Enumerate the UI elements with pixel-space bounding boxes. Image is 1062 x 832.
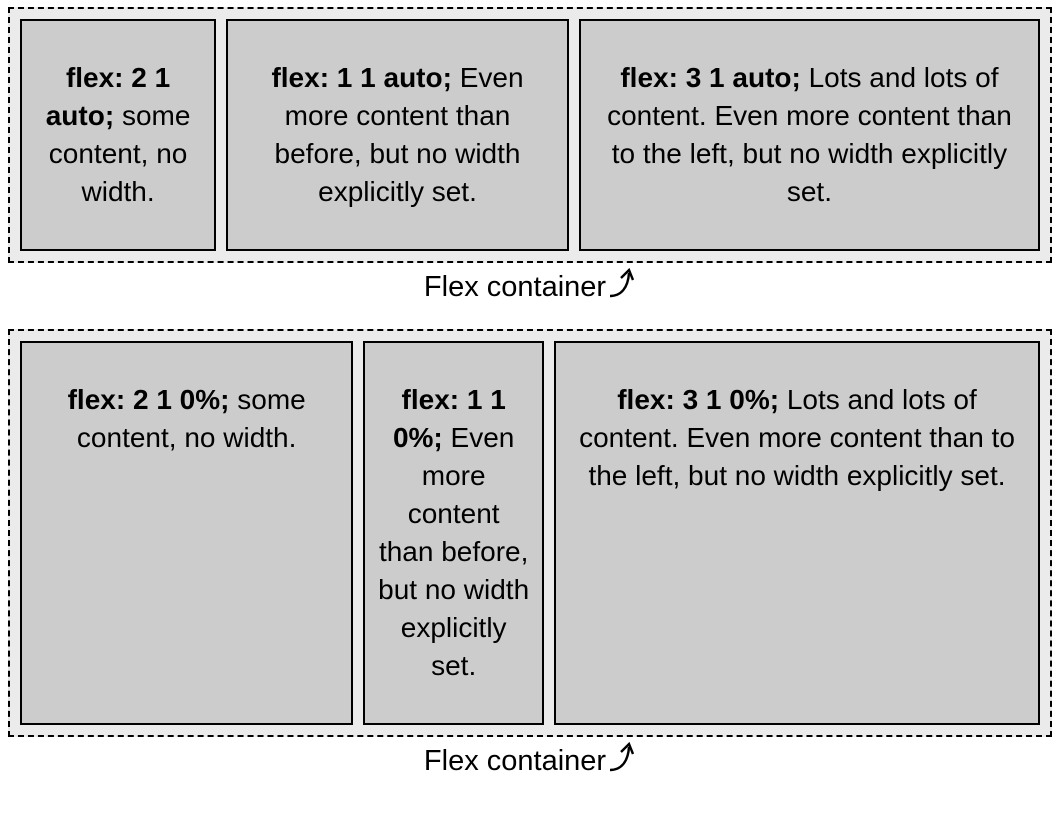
flex-item-text: flex: 1 1 auto; Even more content than b… <box>240 59 555 211</box>
flex-item-text: flex: 2 1 auto; some content, no width. <box>34 59 202 211</box>
flex-item-text: flex: 2 1 0%; some content, no width. <box>34 381 339 457</box>
flex-item-text: flex: 3 1 0%; Lots and lots of content. … <box>568 381 1026 495</box>
flex-item-2-1-0: flex: 2 1 0%; some content, no width. <box>20 341 354 725</box>
flex-item-2-1-auto: flex: 2 1 auto; some content, no width. <box>20 19 217 251</box>
curved-up-right-arrow-icon <box>609 741 635 772</box>
flex-item-description: Even more content than before, but no wi… <box>274 62 524 207</box>
flex-item-description: Lots and lots of content. Even more cont… <box>607 62 1012 207</box>
flex-item-description: some content, no width. <box>48 100 191 207</box>
flex-value-label: flex: 2 1 auto; <box>45 62 171 131</box>
flex-zero-figure: flex: 2 1 0%; some content, no width. fl… <box>8 329 1052 779</box>
flex-container-zero: flex: 2 1 0%; some content, no width. fl… <box>8 329 1052 737</box>
flex-value-label: flex: 3 1 0%; <box>617 384 780 415</box>
flex-value-label: flex: 1 1 auto; <box>271 62 452 93</box>
caption-label: Flex container <box>423 745 607 777</box>
flex-container-caption: Flex container <box>8 267 1052 305</box>
flex-container-caption: Flex container <box>8 741 1052 779</box>
flex-value-label: flex: 2 1 0%; <box>67 384 230 415</box>
flex-value-label: flex: 1 1 0%; <box>392 384 506 453</box>
flex-auto-figure: flex: 2 1 auto; some content, no width. … <box>8 7 1052 305</box>
flex-item-text: flex: 3 1 auto; Lots and lots of content… <box>593 59 1026 211</box>
flex-item-1-1-auto: flex: 1 1 auto; Even more content than b… <box>226 19 569 251</box>
curved-up-right-arrow-icon <box>609 267 635 298</box>
flex-item-3-1-0: flex: 3 1 0%; Lots and lots of content. … <box>554 341 1040 725</box>
flex-item-description: Lots and lots of content. Even more cont… <box>579 384 1015 491</box>
flex-item-description: some content, no width. <box>76 384 306 453</box>
flex-value-label: flex: 3 1 auto; <box>620 62 801 93</box>
flex-item-text: flex: 1 1 0%; Even more content than bef… <box>377 381 530 685</box>
flex-item-3-1-auto: flex: 3 1 auto; Lots and lots of content… <box>578 19 1040 251</box>
flex-item-1-1-0: flex: 1 1 0%; Even more content than bef… <box>363 341 544 725</box>
caption-label: Flex container <box>423 271 607 303</box>
flex-container-auto: flex: 2 1 auto; some content, no width. … <box>8 7 1052 263</box>
flex-item-description: Even more content than before, but no wi… <box>378 422 530 681</box>
